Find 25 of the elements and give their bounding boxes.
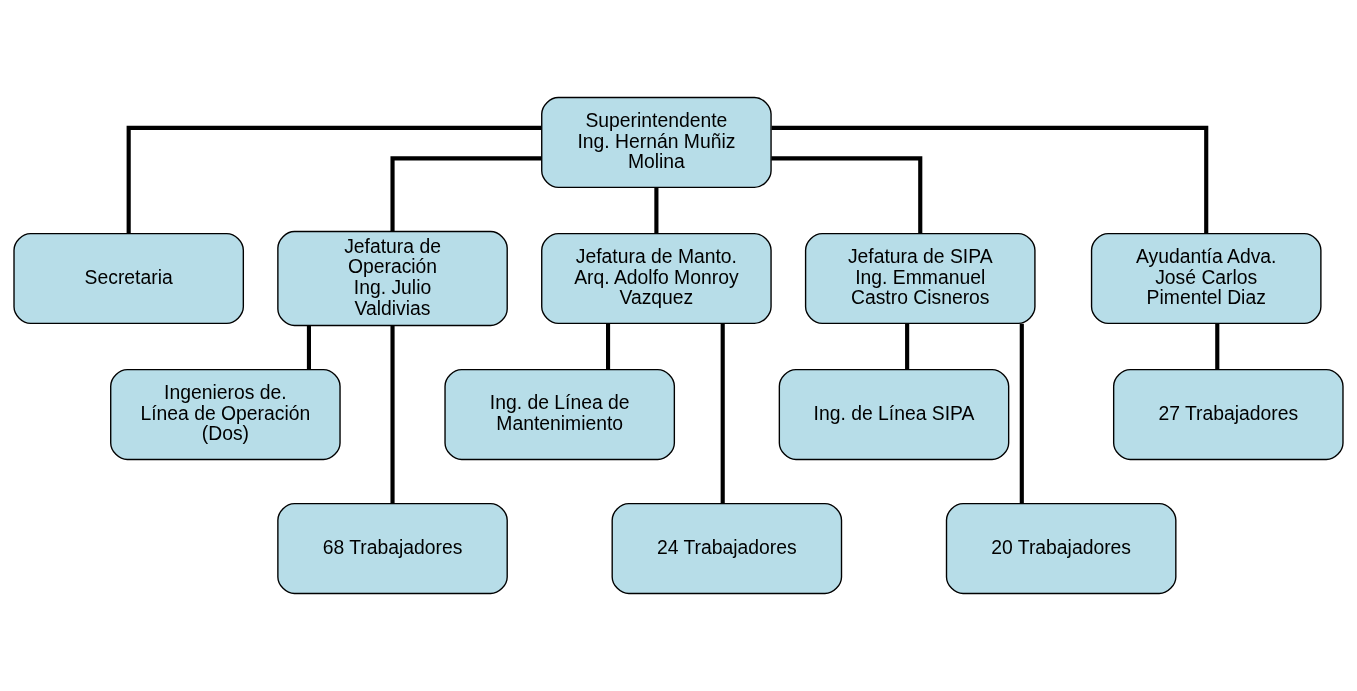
node-box: Secretaria — [13, 232, 245, 325]
node-box: Ingenieros de. Línea de Operación (Dos) — [110, 369, 341, 461]
connector — [390, 325, 395, 504]
node-box: Jefatura de SIPA Ing. Emmanuel Castro Cisneros — [804, 232, 1036, 325]
connector — [905, 323, 910, 370]
node-box: Ayudantía Adva. José Carlos Pimentel Diaz — [1090, 232, 1322, 325]
node-box: 27 Trabajadores — [1112, 369, 1344, 461]
node-box: Jefatura de Manto. Arq. Adolfo Monroy Vazquez — [541, 232, 772, 325]
connector — [654, 187, 659, 234]
connector — [390, 156, 542, 231]
connector — [771, 156, 923, 234]
node-box: Superintendente Ing. Hernán Muñiz Molina — [541, 96, 772, 188]
node-box: Jefatura de Operación Ing. Julio Valdivias — [277, 230, 508, 327]
connector — [126, 125, 542, 234]
node-box: 20 Trabajadores — [945, 503, 1177, 595]
node-box: Ing. de Línea SIPA — [778, 369, 1010, 461]
node-box: 68 Trabajadores — [277, 503, 508, 595]
connector — [720, 323, 725, 504]
node-box: Ing. de Línea de Mantenimiento — [444, 369, 676, 461]
node-box: 24 Trabajadores — [611, 503, 843, 595]
connector — [605, 323, 611, 370]
connector — [771, 125, 1209, 234]
connector — [1215, 323, 1220, 370]
connector — [306, 325, 312, 370]
connector — [1019, 323, 1024, 504]
